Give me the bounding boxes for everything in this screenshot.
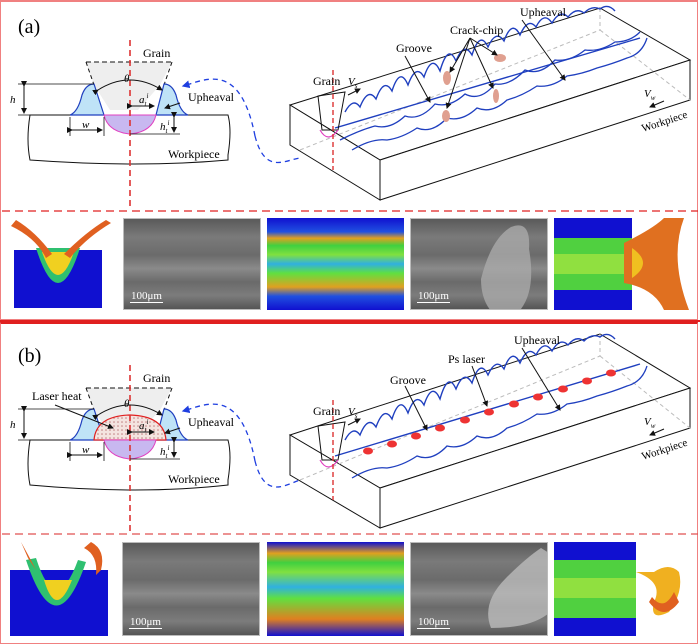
sem-image-a2: 100μm	[410, 218, 548, 310]
scale-bar: 100μm	[129, 616, 162, 629]
vw-label: Vw	[644, 416, 656, 430]
panel-divider	[0, 320, 700, 322]
panel-label: (b)	[18, 345, 41, 367]
iso-view-a: Grain Vs Vw Groove Crack-chip Upheaval W…	[288, 5, 692, 201]
h-label: h	[10, 94, 16, 106]
workpiece-label: Workpiece	[168, 147, 220, 161]
iso-grain-label: Grain	[313, 404, 340, 418]
sim-chip-end-b	[554, 542, 696, 636]
scale-bar: 100μm	[417, 616, 450, 629]
a-label: ati	[139, 418, 148, 434]
ps-laser-label: Ps laser	[448, 352, 485, 366]
iso-upheaval-label: Upheaval	[520, 5, 567, 19]
scale-bar: 100μm	[130, 290, 163, 303]
workpiece-label: Workpiece	[168, 472, 220, 486]
sem-image-a1: 100μm	[123, 218, 261, 310]
iso-upheaval-label: Upheaval	[514, 333, 561, 347]
grain-label: Grain	[143, 46, 170, 60]
theta-label: θ	[124, 73, 130, 85]
groove-label: Groove	[390, 373, 426, 387]
upheaval-label: Upheaval	[188, 415, 235, 429]
grain-label: Grain	[143, 371, 170, 385]
sim-cross-section-a	[6, 218, 116, 310]
panel-label: (a)	[18, 16, 40, 38]
sim-chip-end-a	[554, 218, 696, 310]
a-label: ati	[139, 92, 148, 108]
sim-top-view-a	[267, 218, 404, 310]
h-label: h	[10, 419, 16, 431]
vs-label: Vs	[348, 406, 358, 420]
crack-chip-label: Crack-chip	[450, 23, 503, 37]
laser-dots	[363, 369, 616, 455]
upheaval-label: Upheaval	[188, 90, 235, 104]
panel-a-diagram: (a) Grain θ ati h w hti Upheaval Workpie…	[2, 5, 698, 212]
iso-grain-label: Grain	[313, 74, 340, 88]
panel-b-diagram: (b) Grain Laser heat θ ati h w hti Uphea…	[2, 333, 698, 535]
vs-label: Vs	[348, 76, 358, 90]
theta-label: θ	[124, 398, 130, 410]
cross-section-b: Grain Laser heat θ ati h w hti Upheaval …	[10, 365, 301, 535]
w-label: w	[82, 444, 90, 456]
groove-label: Groove	[396, 41, 432, 55]
sim-top-view-b	[267, 542, 404, 636]
sem-image-b2: 100μm	[410, 542, 548, 636]
panel-a	[0, 0, 698, 320]
ht-label: hti	[160, 444, 169, 460]
scale-bar: 100μm	[417, 290, 450, 303]
w-label: w	[82, 119, 90, 131]
ht-label: hti	[160, 119, 169, 135]
sim-cross-section-b	[6, 540, 116, 638]
sem-image-b1: 100μm	[122, 542, 260, 636]
cross-section-a: Grain θ ati h w hti Upheaval Workpiece	[10, 40, 301, 210]
iso-view-b: Grain Vs Vw Groove Ps laser Upheaval Wor…	[288, 333, 692, 529]
laser-heat-label: Laser heat	[32, 389, 82, 403]
vw-label: Vw	[644, 88, 656, 102]
